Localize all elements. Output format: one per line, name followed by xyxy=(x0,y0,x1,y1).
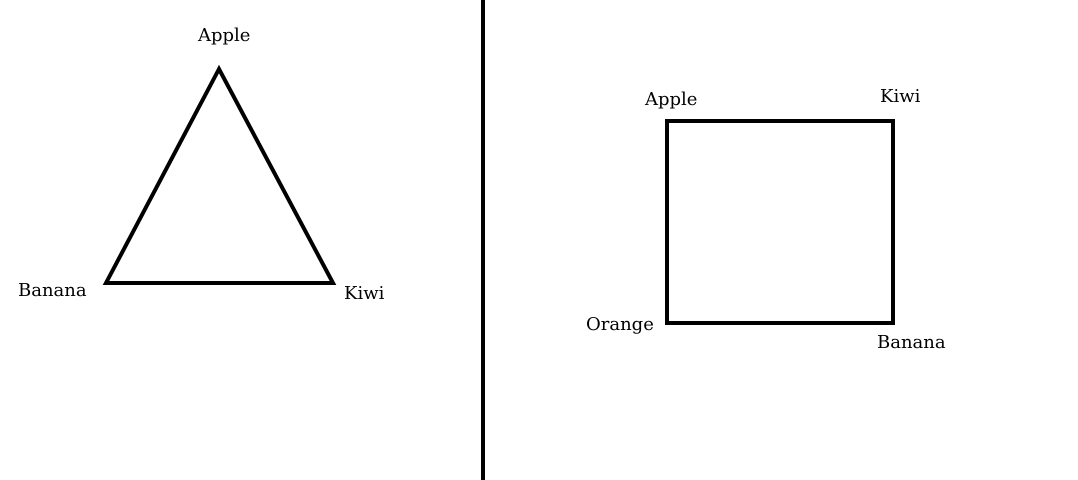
square-label-banana: Banana xyxy=(877,332,946,353)
square-shape xyxy=(665,119,895,325)
square-label-apple: Apple xyxy=(645,89,698,110)
triangle-label-apple: Apple xyxy=(198,25,251,46)
vertical-divider xyxy=(481,0,485,480)
triangle-label-kiwi: Kiwi xyxy=(344,283,385,304)
triangle-shape xyxy=(102,64,337,285)
square-label-orange: Orange xyxy=(586,314,654,335)
square-label-kiwi: Kiwi xyxy=(880,86,921,107)
triangle-label-banana: Banana xyxy=(18,280,87,301)
